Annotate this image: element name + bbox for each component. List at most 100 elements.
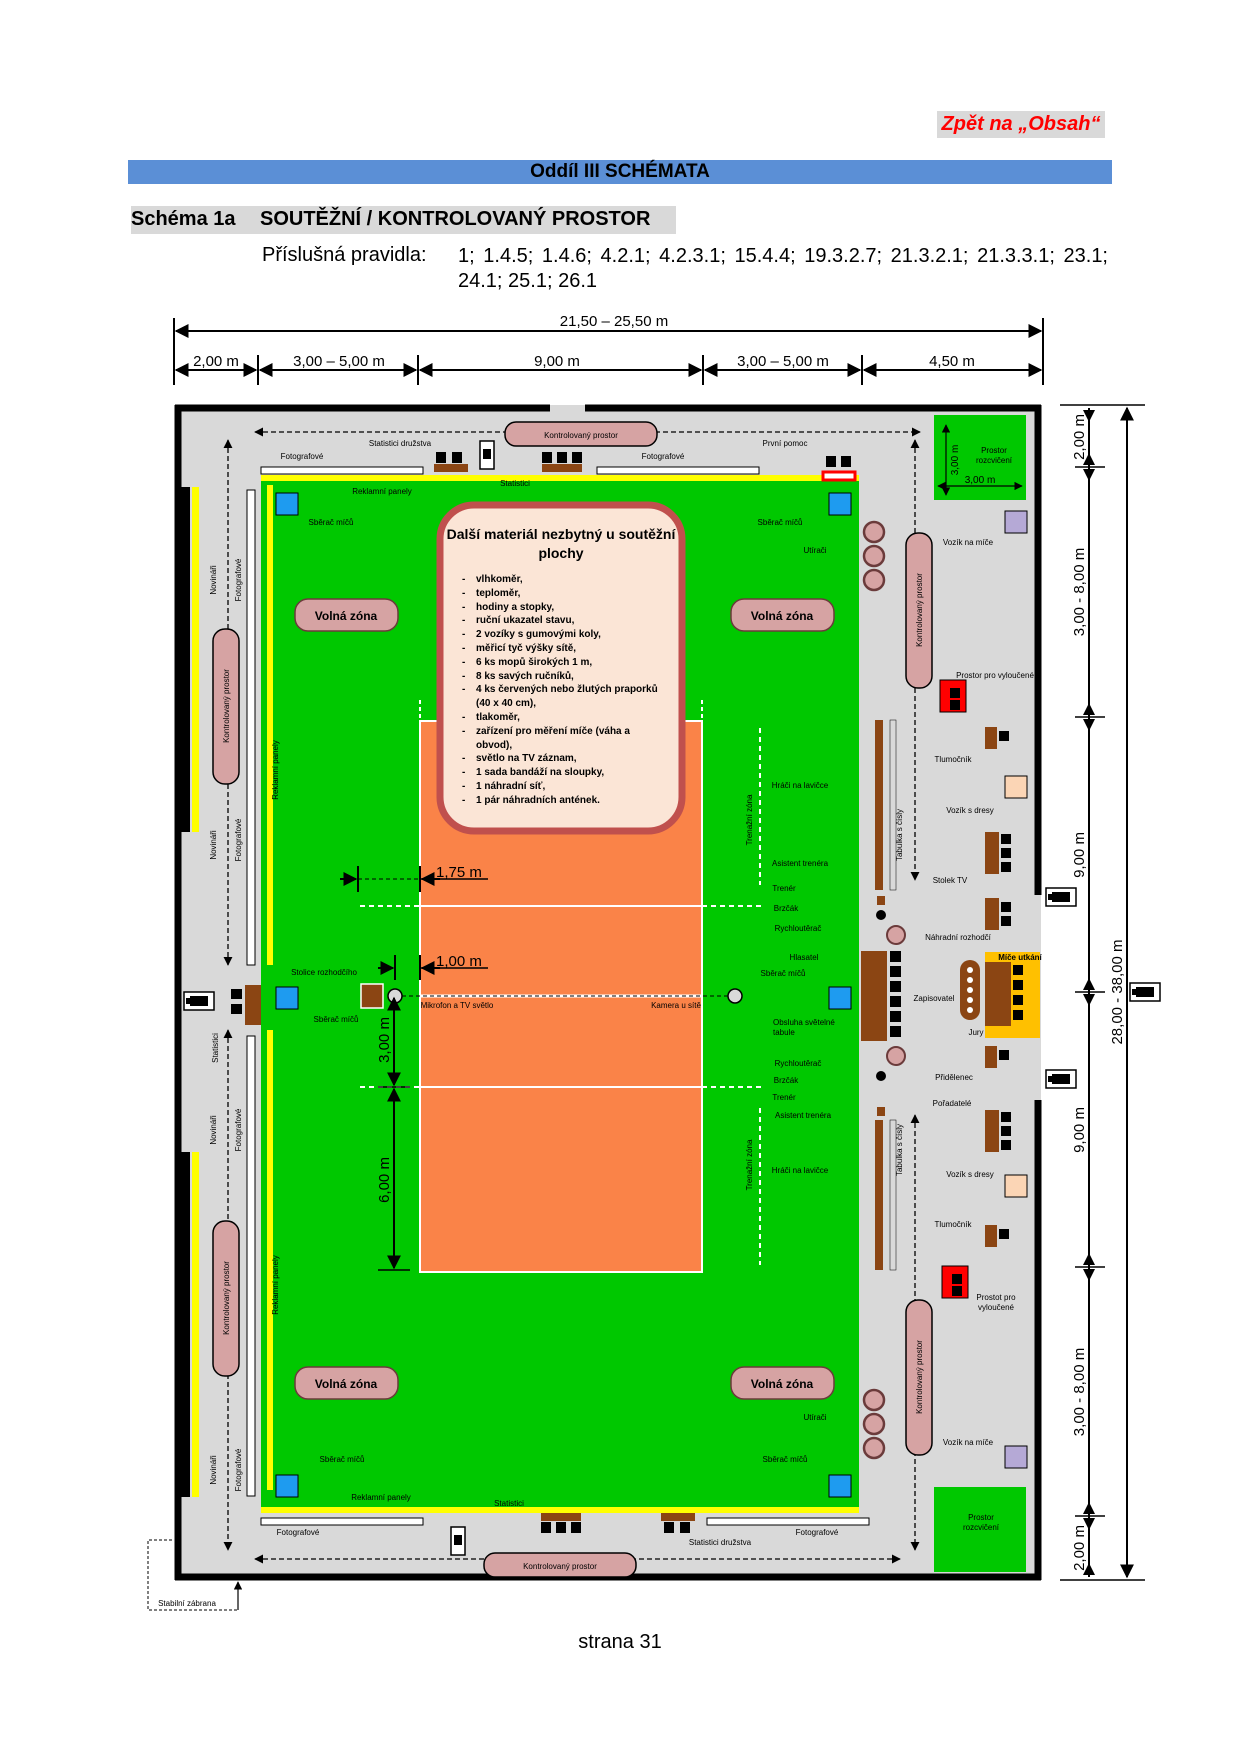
stable-barrier-label: Stabilní zábrana [158,1599,216,1608]
label-journalists-3: Novináři [209,1115,218,1145]
attack-line-dim: 3,00 m [376,1017,393,1063]
label-jury: Jury [968,1028,983,1037]
width-seg-3: 9,00 m [534,353,580,370]
label-board-operator-2: tabule [773,1028,795,1037]
controlled-area-pills: Kontrolovaný prostor Kontrolovaný prosto… [212,421,933,1578]
label-journalists-1: Novináři [209,565,218,595]
label-players-bench-top: Hráči na lavičce [772,781,829,790]
list-item: 1 náhradní síť, [462,780,668,794]
label-organizers: Pořadatelé [933,1099,972,1108]
label-coach-top: Trenér [772,884,796,893]
label-photographers-r3: Fotografové [234,1108,243,1151]
total-height-label: 28,00 - 38,00 m [1109,939,1126,1044]
free-zone-label-tl: Volná zóna [315,609,378,623]
list-item: 1 sada bandáží na sloupky, [462,766,668,780]
label-photographers-tr: Fotografové [642,452,685,461]
label-ball-check: Míče utkání [998,953,1042,962]
label-fast-wiper-bottom: Rychloutěrač [775,1059,822,1068]
list-item: 4 ks červených nebo žlutých praporků (40… [462,683,668,711]
info-box-title: Další materiál nezbytný u soutěžní ploch… [446,526,676,561]
right-side-items: 3,00 m 3,00 m [934,415,1028,1572]
scorer-table [861,951,1040,1041]
label-doctor-bottom: Brzčák [774,1076,799,1085]
label-warmup-bottom-2: rozcvičení [963,1523,1000,1532]
camera-icon [1045,887,1077,907]
label-photographers-br: Fotografové [796,1528,839,1537]
width-seg-1: 2,00 m [193,353,239,370]
camera-icon [1045,1069,1077,1089]
label-scoreboard-top: Tabulka s čísly [895,809,904,861]
back-to-contents-link[interactable]: Zpět na „Obsah“ [937,111,1105,138]
label-scoreboard-bottom: Tabulka s čísly [895,1124,904,1176]
label-mic-tv-light: Mikrofon a TV světlo [421,1001,494,1010]
list-item: 1 pár náhradních antének. [462,794,668,808]
net-post-right [727,988,743,1004]
label-photographers-r4: Fotografové [234,1448,243,1491]
label-ball-cart-top: Vozík na míče [943,538,994,547]
referee-chair [360,983,384,1009]
label-photographers-bl: Fotografové [277,1528,320,1537]
rules-label: Příslušná pravidla: [262,244,427,266]
camera-icons [183,887,1161,1089]
height-seg-5: 3,00 - 8,00 m [1071,1348,1088,1436]
controlled-area-left-top: Kontrolovaný prostor [222,669,231,743]
label-referee-chair: Stolice rozhodčího [291,968,357,977]
list-item: hodiny a stopky, [462,601,668,615]
rules-list: 1; 1.4.5; 1.4.6; 4.2.1; 4.2.3.1; 15.4.4;… [458,245,1108,292]
rotated-labels: Novináři Fotografové Novináři Fotografov… [209,558,904,1491]
label-ball-retriever-ml: Sběrač míčů [314,1015,359,1024]
label-statistics-left: Statistici [211,1033,220,1063]
list-item: tlakoměr, [462,711,668,725]
label-wipers-top: Utírači [803,546,826,555]
schema-number: Schéma 1a [131,208,236,230]
list-item: ruční ukazatel stavu, [462,614,668,628]
list-item: 8 ks savých ručníků, [462,670,668,684]
schema-heading: Schéma 1a SOUTĚŽNÍ / KONTROLOVANÝ PROSTO… [131,206,676,234]
label-assigner: Přidělenec [935,1073,973,1082]
width-seg-5: 4,50 m [929,353,975,370]
label-ball-retriever-tl: Sběrač míčů [309,518,354,527]
label-penalty-bottom-1: Prostot pro [976,1293,1016,1302]
label-coach-bottom: Trenér [772,1093,796,1102]
label-jersey-cart-top: Vozík s dresy [946,806,994,815]
controlled-area-right-top: Kontrolovaný prostor [915,573,924,647]
court-dimensions: 1,75 m 1,00 m 3,00 m 6,00 m [340,864,488,1271]
controlled-area-left-bottom: Kontrolovaný prostor [222,1261,231,1335]
list-item: teploměr, [462,587,668,601]
back-zone-dim: 6,00 m [376,1157,393,1203]
label-ad-panels-top: Reklamní panely [352,487,412,496]
photographer-panels [246,466,870,1526]
controlled-area-top: Kontrolovaný prostor [544,431,618,440]
info-box-list: vlhkoměr, teploměr, hodiny a stopky, ruč… [462,573,668,808]
camera-icon [183,991,215,1011]
stable-barrier: Stabilní zábrana [147,1539,243,1611]
controlled-area-right-bottom: Kontrolovaný prostor [915,1340,924,1414]
label-team-stats-bottom: Statistici družstva [689,1538,752,1547]
height-seg-1: 2,00 m [1071,414,1088,460]
label-assistant-coach-bottom: Asistent trenéra [775,1111,832,1120]
label-first-aid: První pomoc [763,439,808,448]
height-dimensions: 28,00 - 38,00 m 2,00 m 3,00 - 8,00 m 9,0… [1060,404,1145,1581]
label-scorer: Zapisovatel [914,994,955,1003]
label-warmup-zone-bottom: Trenažní zóna [745,1139,754,1190]
label-players-bench-bottom: Hráči na lavičce [772,1166,829,1175]
height-seg-3: 9,00 m [1071,832,1088,878]
free-zone-label-bl: Volná zóna [315,1377,378,1391]
free-zone-label-br: Volná zóna [751,1377,814,1391]
post-distance-1: 1,75 m [436,864,482,881]
label-photographers-r1: Fotografové [234,558,243,601]
label-warmup-bottom-1: Prostor [968,1513,994,1522]
label-warmup-zone-top: Trenažní zóna [745,794,754,845]
label-penalty-bottom-2: vyloučené [978,1303,1015,1312]
label-penalty-top: Prostor pro vyloučené [956,671,1034,680]
label-board-operator-1: Obsluha světelné [773,1018,835,1027]
width-dimensions: 21,50 – 25,50 m 2,00 m 3,00 – 5,00 m 9,0… [173,313,1044,385]
label-ball-retriever-br: Sběrač míčů [763,1455,808,1464]
label-ball-retriever-bl: Sběrač míčů [320,1455,365,1464]
label-ball-cart-bottom: Vozík na míče [943,1438,994,1447]
label-spare-referee: Náhradní rozhodčí [925,933,992,942]
list-item: 6 ks mopů širokých 1 m, [462,656,668,670]
label-journalists-2: Novináři [209,830,218,860]
label-ad-panels-left-2: Reklamní panely [271,1255,280,1315]
